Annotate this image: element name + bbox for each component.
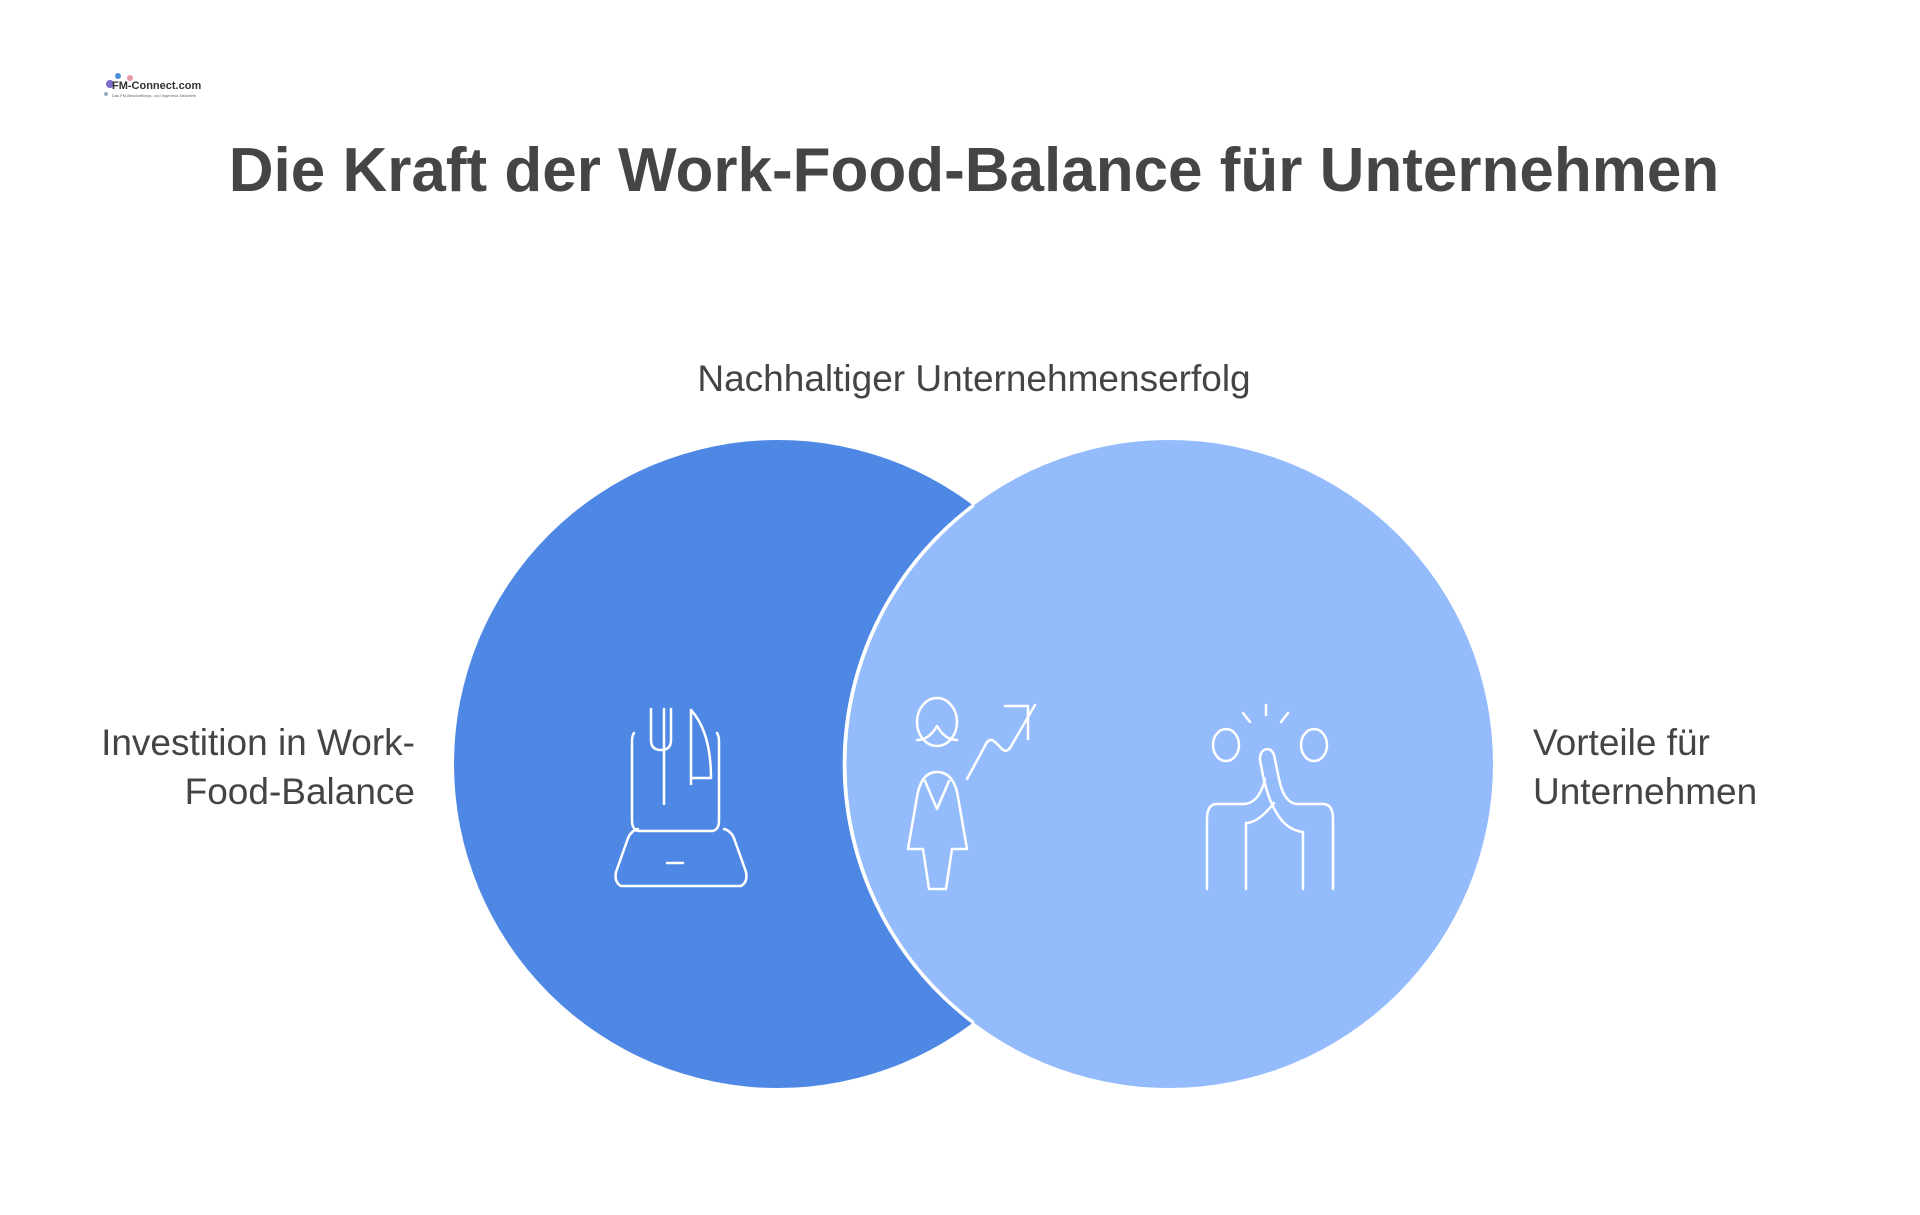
logo: FM-Connect.com Das FM-Beschaffungs- und …	[98, 68, 201, 108]
left-label-line2: Food-Balance	[184, 771, 415, 812]
person-growth-icon	[906, 696, 1037, 891]
right-circle	[845, 440, 1493, 1088]
high-five-icon	[1205, 703, 1335, 891]
left-circle-label: Investition in Work- Food-Balance	[15, 718, 415, 816]
right-label-line1: Vorteile für	[1533, 722, 1710, 763]
right-label-line2: Unternehmen	[1533, 771, 1758, 812]
page-title: Die Kraft der Work-Food-Balance für Unte…	[228, 136, 1720, 205]
logo-subtext: Das FM-Beschaffungs- und Ingenieur-Netzw…	[112, 93, 197, 98]
right-circle-label: Vorteile für Unternehmen	[1533, 718, 1893, 816]
intersection-label: Nachhaltiger Unternehmenserfolg	[697, 358, 1251, 399]
left-label-line1: Investition in Work-	[101, 722, 415, 763]
laptop-cutlery-icon	[614, 707, 748, 888]
left-circle	[454, 440, 1102, 1088]
logo-text: FM-Connect.com	[112, 80, 202, 92]
intersection-left-edge	[842, 503, 975, 1025]
logo-burst-icon	[104, 73, 133, 96]
intersection-outline	[843, 440, 1102, 1088]
